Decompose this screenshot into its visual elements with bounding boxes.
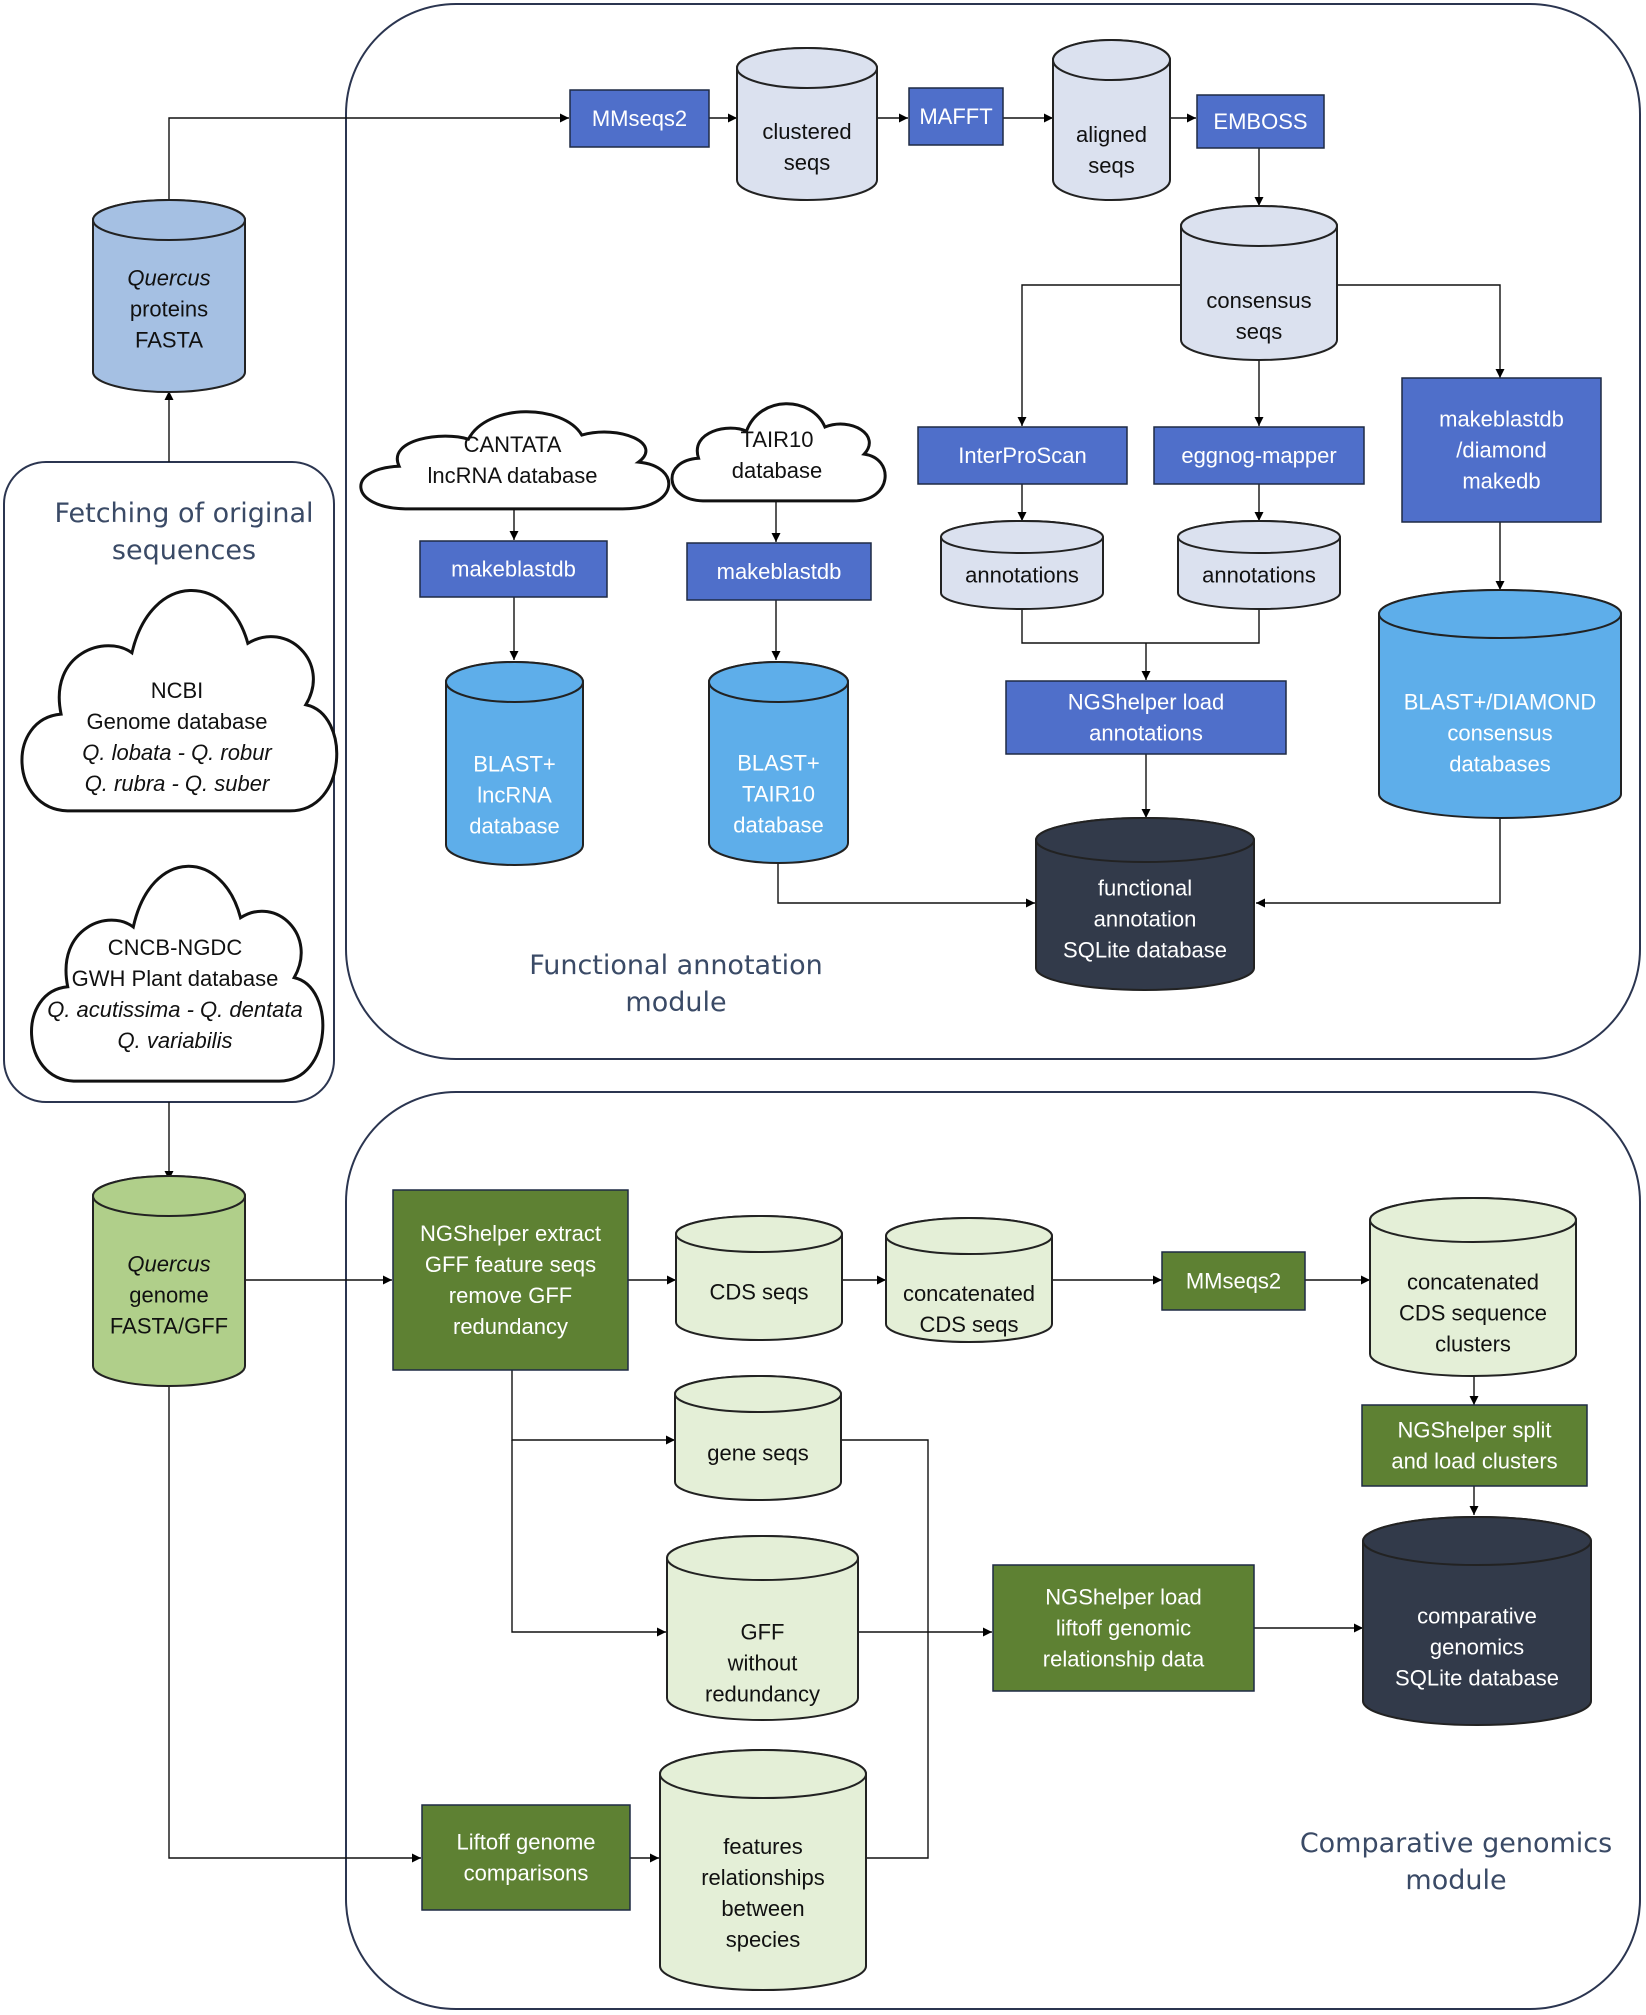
edge-gene-seqs-join [840, 1439, 929, 1859]
edge-annotations-merge-left [1021, 609, 1260, 644]
gene-seqs-label: gene seqs [707, 1441, 809, 1466]
annotations-1-database: annotations [940, 520, 1104, 610]
mmseqs2-bottom-box: MMseqs2 [1161, 1251, 1306, 1311]
comparative-module-frame [345, 1091, 1641, 2010]
annotations-2-label: annotations [1202, 563, 1316, 588]
eggnog-label: eggnog-mapper [1181, 443, 1336, 468]
emboss-label: EMBOSS [1213, 109, 1307, 134]
interproscan-label: InterProScan [958, 443, 1086, 468]
cds-seqs-label: CDS seqs [709, 1280, 808, 1305]
makeblastdb-1-label: makeblastdb [451, 557, 576, 582]
edge-consensus-to-interproscan [1017, 284, 1183, 426]
cds-seqs-database: CDS seqs [675, 1215, 843, 1341]
makeblastdb-2-box: makeblastdb [686, 542, 872, 601]
edge-tair-db-to-functional-db [777, 863, 1035, 908]
edge-proteins-to-mmseqs2 [168, 113, 569, 214]
mmseqs2-top-box: MMseqs2 [569, 89, 710, 148]
edge-genome-to-liftoff [168, 1383, 421, 1863]
emboss-box: EMBOSS [1196, 94, 1325, 149]
annotations-1-label: annotations [965, 563, 1079, 588]
gene-seqs-database: gene seqs [674, 1375, 842, 1501]
mafft-box: MAFFT [908, 87, 1004, 146]
makeblastdb-1-box: makeblastdb [419, 540, 608, 598]
mafft-label: MAFFT [919, 104, 992, 129]
edge-extract-to-gff [511, 1440, 666, 1637]
annotations-2-database: annotations [1177, 520, 1341, 610]
makeblastdb-2-label: makeblastdb [717, 559, 842, 584]
edge-consensus-to-makeblastdb [1336, 284, 1505, 378]
edge-blastdb-to-functional-db [1256, 818, 1501, 908]
functional-module-frame [345, 3, 1641, 1060]
mmseqs2-top-label: MMseqs2 [592, 106, 687, 131]
mmseqs2-bottom-label: MMseqs2 [1186, 1269, 1281, 1294]
interproscan-box: InterProScan [917, 426, 1128, 485]
eggnog-box: eggnog-mapper [1153, 426, 1365, 485]
edge-extract-to-gene-seqs [511, 1370, 675, 1445]
